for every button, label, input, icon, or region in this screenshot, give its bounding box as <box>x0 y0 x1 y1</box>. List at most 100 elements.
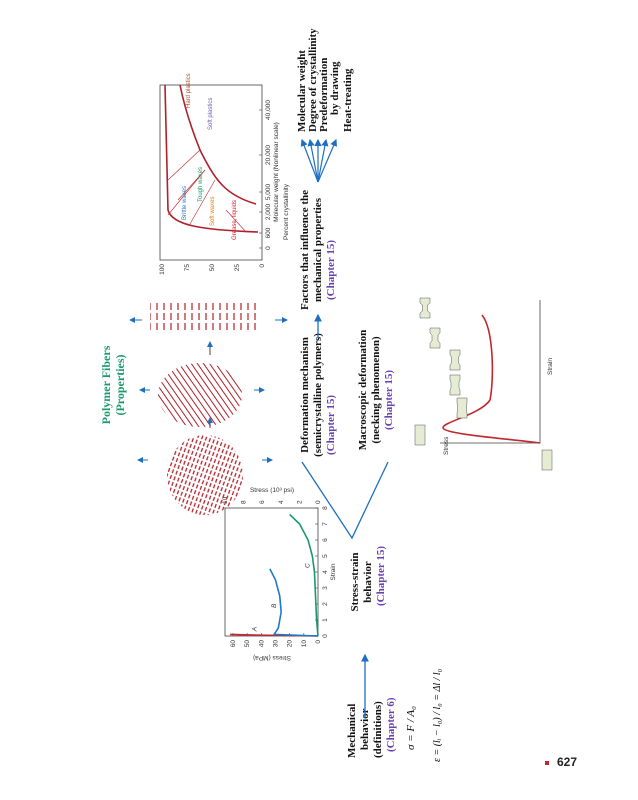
region-grease-liquids: Grease, liquids <box>232 200 238 240</box>
stress-strain-line1: Stress-strain <box>349 552 361 611</box>
y-tick-label: 20 <box>287 640 294 648</box>
x-tick-label: 5 <box>322 554 329 558</box>
y-tick-label: 10 <box>301 640 308 648</box>
y2-tick-label: 2 <box>296 500 303 504</box>
y-tick-label: 40 <box>258 640 265 648</box>
y-tick-label: 0 <box>259 264 266 268</box>
y-axis-label: Percent crystallinity <box>283 183 290 240</box>
deformation-illustrations <box>129 302 288 515</box>
title-line1: Polymer Fibers <box>99 345 113 424</box>
y-tick-label: 100 <box>159 264 166 275</box>
x-tick-label: 8 <box>322 506 329 510</box>
x-tick-label: 6 <box>322 538 329 542</box>
mech-line2: behavior <box>359 708 371 750</box>
bullet-icon <box>545 760 549 765</box>
x-axis-label: Molecular weight (Nonlinear scale) <box>273 122 280 222</box>
region-hard-plastics: Hard plastics <box>186 73 192 108</box>
x-tick-label: 7 <box>322 522 329 526</box>
factor-item: Heat-treating <box>342 68 354 132</box>
plot-frame <box>159 84 263 261</box>
x-axis-label: Strain <box>330 563 337 580</box>
factors-chapter: (Chapter 15) <box>325 240 337 300</box>
lamellar-structure <box>167 435 243 515</box>
mechanical-behavior-block: Mechanical behavior (definitions) (Chapt… <box>346 668 443 762</box>
series-label: A <box>251 627 258 632</box>
region-soft-waxes: Soft waxes <box>210 197 216 226</box>
specimen-icon <box>449 374 461 396</box>
necking-curve <box>442 314 541 444</box>
series-label: B <box>271 603 278 608</box>
x-tick-label: 0 <box>265 246 272 250</box>
crystallinity-chart: 0 600 2,000 5,000 20,000 40,000 0 25 50 75 100 Har… <box>159 73 290 275</box>
y2-tick-label: 6 <box>259 500 266 504</box>
y-tick-label: 50 <box>244 640 251 648</box>
deforming-structure <box>158 363 242 427</box>
necking-y-label: Stress <box>443 436 450 455</box>
stress-equation: σ = F / A₀ <box>405 706 417 750</box>
region-brittle-waxes: Brittle waxes <box>182 186 188 220</box>
y-tick-label: 25 <box>234 264 241 272</box>
page-number-text: 627 <box>557 755 578 769</box>
factors-arrows <box>300 138 337 183</box>
specimen-icon <box>429 327 441 349</box>
stress-strain-line2: behavior <box>362 561 374 603</box>
necking-x-label: Strain <box>547 358 554 375</box>
title-line2: (Properties) <box>113 354 127 415</box>
x-tick-label: 20,000 <box>265 145 272 165</box>
macro-line1: Macroscopic deformation <box>357 330 369 450</box>
macro-line2: (necking phenomenon) <box>370 336 382 444</box>
y-tick-label: 30 <box>273 640 280 648</box>
y-axis-label: Stress (MPa) <box>253 654 291 661</box>
x-tick-label: 5,000 <box>265 183 272 200</box>
y2-axis-label: Stress (10³ psi) <box>250 487 294 494</box>
specimen-icon <box>419 297 431 319</box>
stress-strain-chapter: (Chapter 15) <box>375 546 387 606</box>
specimen-icon <box>414 424 426 446</box>
x-tick-label: 1 <box>322 618 329 622</box>
y2-tick-label: 0 <box>315 500 322 504</box>
series-C-curve <box>289 513 319 637</box>
x-tick-label: 40,000 <box>265 100 272 120</box>
factor-item: Degree of crystallinity <box>307 28 319 132</box>
specimen-icon <box>456 397 468 419</box>
branch-arrows <box>301 461 389 540</box>
region-soft-plastics: Soft plastics <box>208 98 214 130</box>
page-number: 627 <box>545 755 577 769</box>
y2-tick-label: 4 <box>278 500 285 504</box>
x-tick-label: 2,000 <box>265 203 272 220</box>
deformation-chapter: (Chapter 15) <box>325 395 337 455</box>
factors-line1: Factors that influence the <box>299 190 311 310</box>
deformation-line1: Deformation mechanism <box>299 337 311 453</box>
y2-tick-label: 8 <box>241 500 248 504</box>
strain-equation: ε = (lᵢ − l₀) / l₀ = Δl / l₀ <box>432 668 443 762</box>
factor-item: by drawing <box>329 61 341 115</box>
mech-chapter: (Chapter 6) <box>385 697 397 752</box>
y-tick-label: 75 <box>184 264 191 272</box>
x-tick-label: 600 <box>265 227 272 238</box>
deformation-line2: (semicrystalline polymers) <box>312 333 324 457</box>
y-tick-label: 0 <box>315 640 322 644</box>
macro-chapter: (Chapter 15) <box>383 370 395 430</box>
x-tick-label: 4 <box>322 570 329 574</box>
stress-strain-chart: 01234567801020304050600246810 ABC Strain… <box>222 487 337 661</box>
x-tick-label: 2 <box>322 602 329 606</box>
series-label: C <box>304 563 311 568</box>
necking-axes <box>440 300 541 444</box>
factor-item: Molecular weight <box>296 50 308 132</box>
fibrillar-structure <box>150 302 260 330</box>
y-tick-label: 50 <box>209 264 216 272</box>
mech-line1: Mechanical <box>346 704 358 758</box>
x-tick-label: 3 <box>322 586 329 590</box>
series-B-curve <box>269 568 319 637</box>
upper-boundary <box>164 84 259 233</box>
factors-line2: mechanical properties <box>312 197 324 302</box>
specimen-icon <box>541 449 553 471</box>
specimen-icon <box>449 349 461 371</box>
y-tick-label: 60 <box>230 640 237 648</box>
mech-line3: (definitions) <box>372 701 384 758</box>
factor-item: Predeformation <box>318 58 330 132</box>
x-tick-label: 0 <box>322 634 329 638</box>
necking-chart: Stress Strain <box>414 297 554 471</box>
